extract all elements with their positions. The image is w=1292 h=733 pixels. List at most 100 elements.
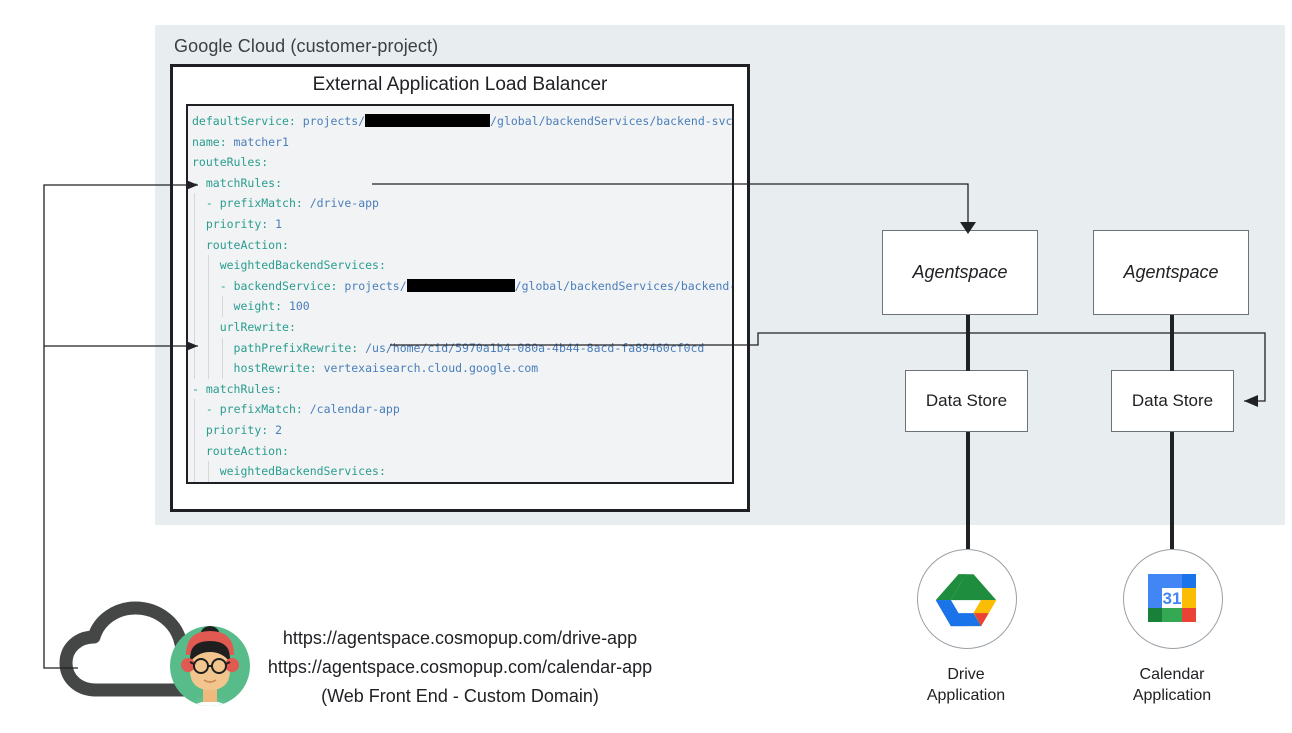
yaml-line: priority: 1	[188, 213, 732, 235]
yaml-line: name: matcher1	[188, 132, 732, 153]
indent-guide	[207, 275, 209, 297]
yaml-line: - matchRules:	[188, 173, 732, 194]
google-cloud-label: Google Cloud (customer-project)	[174, 36, 439, 56]
yaml-lines: defaultService: projects/ /global/backend…	[188, 111, 734, 482]
indent-guide	[194, 316, 195, 338]
yaml-token: /global/backendServices/backend-svc	[490, 114, 733, 128]
drive-application-circle[interactable]	[917, 549, 1017, 649]
yaml-token: -	[192, 175, 206, 190]
yaml-token: priority:	[205, 216, 269, 231]
indent-guide	[194, 481, 195, 482]
yaml-token: /global/backendServices/backend-svc	[514, 278, 734, 293]
yaml-token: projects/	[295, 114, 366, 128]
indent-guide	[207, 481, 209, 482]
yaml-line: pathPrefixRewrite: /us/home/cid/5970a1b4…	[188, 337, 732, 359]
indent-guide	[194, 440, 195, 462]
yaml-token: name:	[192, 134, 227, 149]
yaml-line: - backendService: projects/ /global/backe…	[188, 275, 734, 297]
yaml-token: routeRules:	[192, 155, 269, 170]
indent-guide	[194, 213, 195, 235]
yaml-token: 2	[268, 422, 283, 437]
indent-guide	[207, 461, 209, 482]
yaml-line: weight: 100	[188, 296, 732, 317]
yaml-token: -	[192, 381, 206, 396]
yaml-token: matchRules:	[205, 175, 283, 190]
indent-guide	[221, 337, 223, 359]
google-drive-icon	[935, 574, 997, 627]
yaml-token: defaultService:	[192, 114, 296, 128]
data-store-node-2[interactable]: Data Store	[1111, 370, 1234, 432]
yaml-token: routeAction:	[205, 237, 289, 252]
indent-guide	[207, 296, 209, 317]
drive-label-line2: Application	[926, 687, 1006, 704]
yaml-token: matchRules:	[205, 381, 283, 396]
endpoint-caption: (Web Front End - Custom Domain)	[321, 686, 599, 706]
yaml-line: - prefixMatch: /calendar-app	[188, 399, 732, 420]
yaml-token: projects/	[337, 278, 407, 293]
yaml-token: /calendar-app	[302, 402, 400, 417]
calendar-application-label: Calendar Application	[1087, 664, 1257, 706]
yaml-line: weightedBackendServices:	[188, 461, 732, 482]
yaml-token: prefixMatch:	[219, 402, 303, 417]
calendar-application-circle[interactable]: 31	[1123, 549, 1223, 649]
drive-label-line1: Drive	[947, 666, 985, 683]
indent-guide	[207, 255, 209, 276]
yaml-token: 100	[282, 299, 310, 314]
calendar-label-line1: Calendar	[1139, 666, 1205, 683]
yaml-line: urlRewrite:	[188, 316, 732, 338]
yaml-token: weightedBackendServices:	[219, 464, 386, 479]
yaml-token: hostRewrite:	[233, 361, 317, 376]
yaml-line: routeAction:	[188, 440, 732, 462]
load-balancer-title: External Application Load Balancer	[312, 74, 608, 95]
google-calendar-icon: 31	[1148, 574, 1196, 622]
yaml-token: vertexaisearch.cloud.google.com	[316, 361, 539, 376]
yaml-token: routeAction:	[205, 443, 289, 458]
indent-guide	[194, 461, 195, 482]
url-drive-app[interactable]: https://agentspace.cosmopup.com/drive-ap…	[282, 628, 638, 648]
url-calendar-app[interactable]: https://agentspace.cosmopup.com/calendar…	[267, 657, 653, 677]
yaml-token: /drive-app	[302, 196, 379, 211]
agentspace-node-1[interactable]: Agentspace	[882, 230, 1038, 315]
data-store-node-1[interactable]: Data Store	[905, 370, 1028, 432]
agentspace-node-2[interactable]: Agentspace	[1093, 230, 1249, 315]
cloud-icon	[59, 601, 230, 697]
yaml-token: /us/home/cid/5970a1b4-080a-4b44-8acd-fa8…	[358, 340, 705, 355]
calendar-day-number: 31	[1163, 589, 1182, 608]
yaml-token: matcher1	[226, 134, 289, 149]
indent-guide	[194, 234, 195, 256]
yaml-line: weightedBackendServices:	[188, 255, 732, 276]
yaml-token: pathPrefixRewrite:	[233, 340, 359, 355]
yaml-line: routeRules:	[188, 152, 732, 173]
indent-guide	[194, 255, 195, 276]
indent-guide	[194, 419, 195, 441]
yaml-token: -	[205, 196, 220, 211]
yaml-line: - matchRules:	[188, 379, 732, 400]
avatar	[170, 626, 250, 706]
yaml-token: 1	[268, 216, 283, 231]
yaml-token: -	[219, 278, 234, 293]
indent-guide	[194, 193, 195, 214]
yaml-token: weight:	[233, 299, 283, 314]
indent-guide	[207, 337, 209, 359]
yaml-line: hostRewrite: vertexaisearch.cloud.google…	[188, 358, 732, 379]
indent-guide	[194, 296, 195, 317]
yaml-line: - backendService: projects//global/backe…	[188, 481, 732, 482]
redaction-bar	[365, 114, 491, 127]
indent-guide	[207, 358, 209, 379]
yaml-token: weightedBackendServices:	[219, 258, 386, 273]
yaml-line: - prefixMatch: /drive-app	[188, 193, 732, 214]
yaml-token: urlRewrite:	[219, 319, 296, 334]
yaml-token: backendService:	[233, 278, 338, 293]
yaml-token: prefixMatch:	[219, 196, 303, 211]
yaml-token: priority:	[205, 422, 269, 437]
indent-guide	[207, 316, 209, 338]
indent-guide	[221, 358, 223, 379]
indent-guide	[194, 358, 195, 379]
url-map-yaml-code-block: defaultService: projects/ /global/backend…	[186, 104, 734, 484]
indent-guide	[194, 337, 195, 359]
calendar-label-line2: Application	[1132, 687, 1212, 704]
indent-guide	[194, 275, 195, 297]
endpoint-url-block: https://agentspace.cosmopup.com/drive-ap…	[245, 624, 675, 711]
yaml-token: -	[205, 402, 220, 417]
